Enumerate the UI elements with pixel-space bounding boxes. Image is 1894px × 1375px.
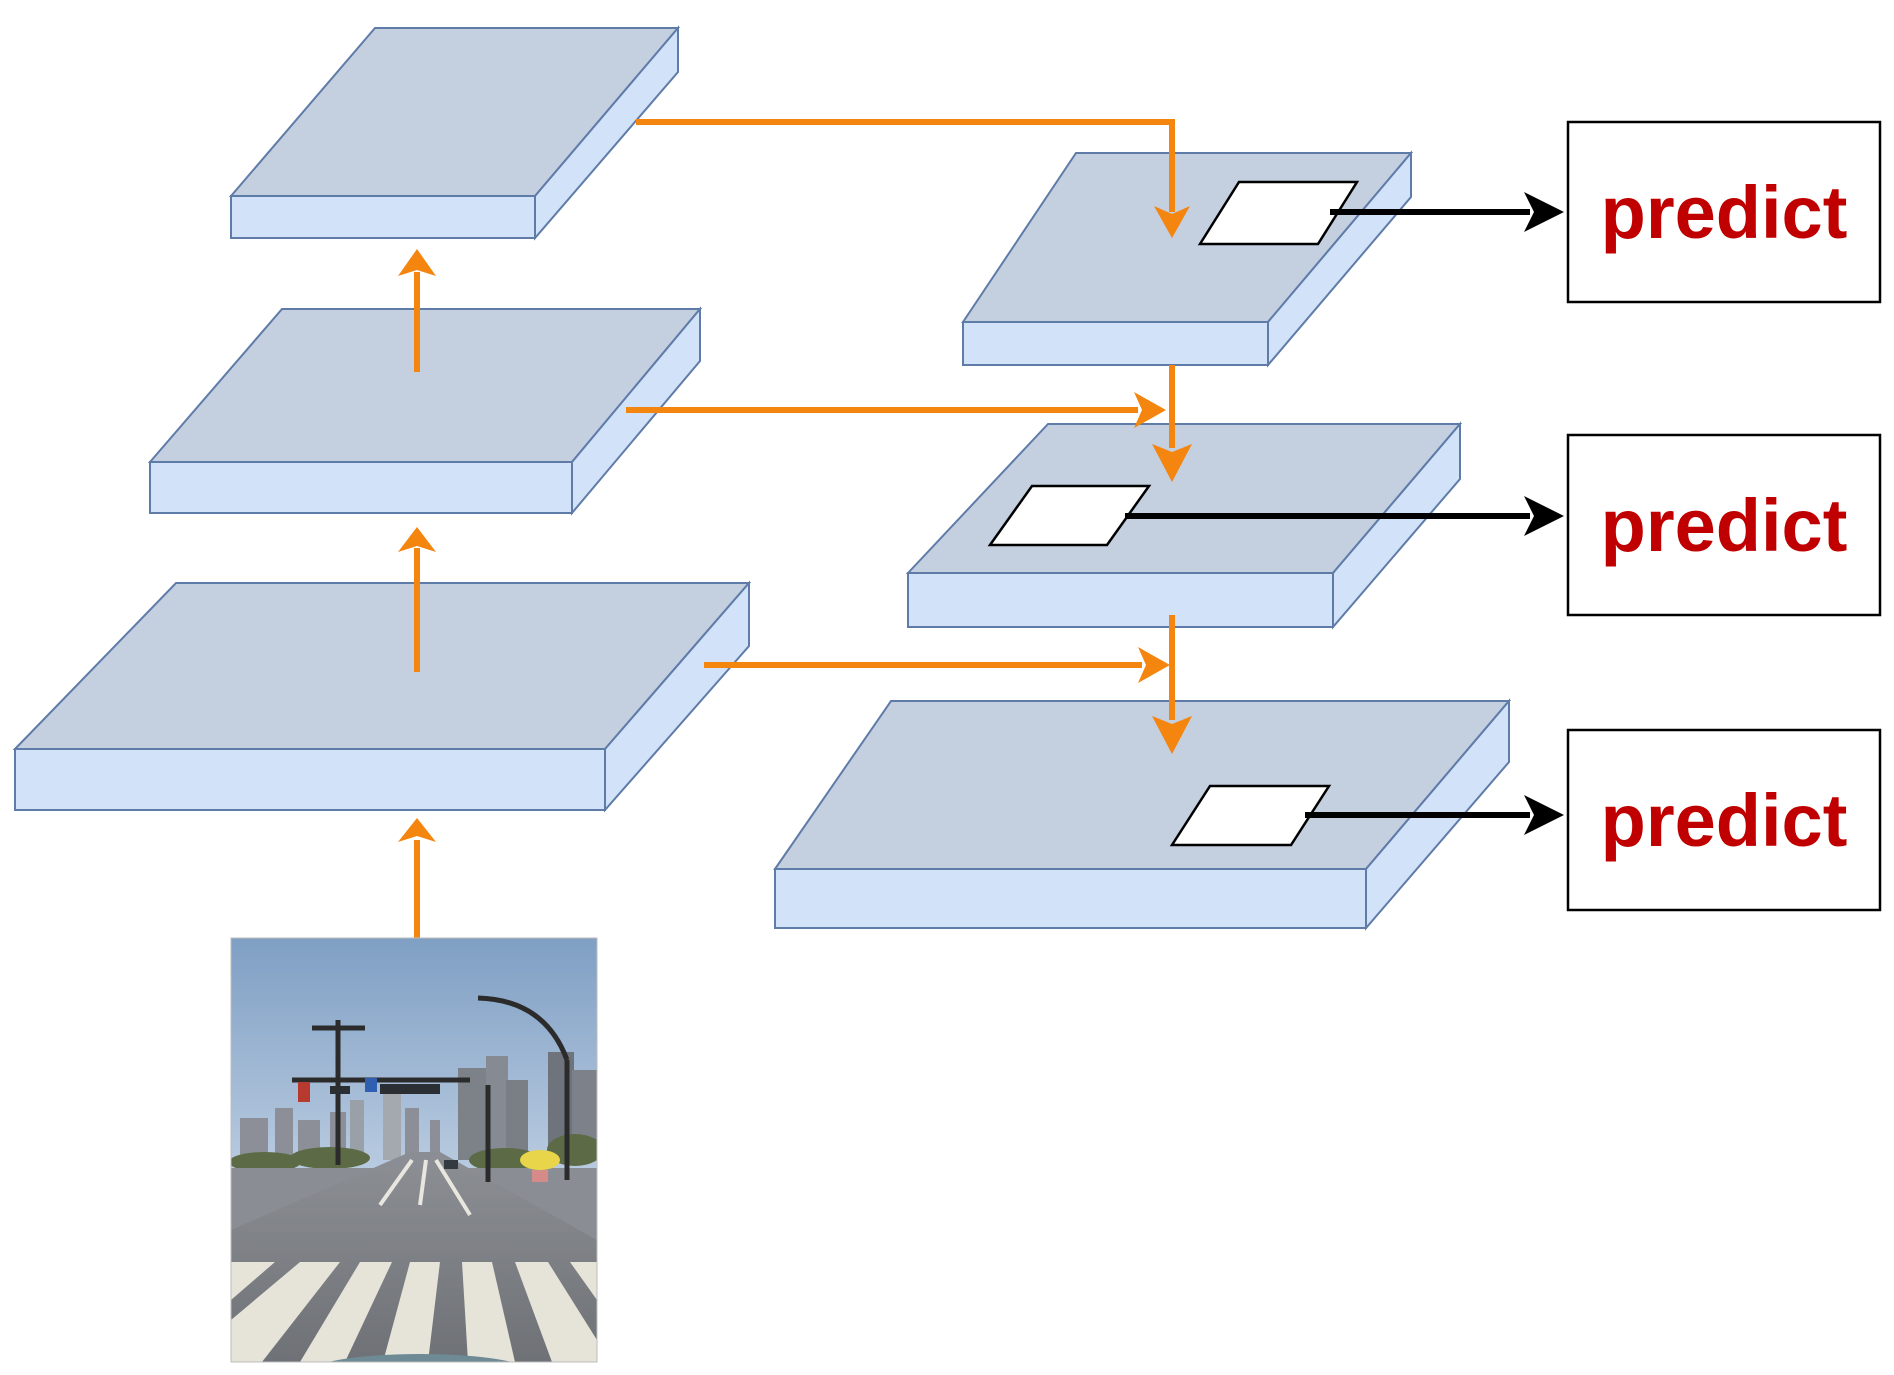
traffic-signals <box>298 1078 440 1102</box>
layer-front-face <box>774 868 1367 929</box>
car-hood <box>328 1354 512 1362</box>
fpn-layer-middle <box>905 421 1463 630</box>
distant-car <box>444 1160 458 1169</box>
layer-front-face <box>907 572 1334 628</box>
detection-window <box>987 484 1152 547</box>
arrowhead <box>1524 795 1564 835</box>
lane-markings <box>378 1158 472 1217</box>
arrowhead <box>1524 192 1564 232</box>
arrowhead <box>1152 716 1192 754</box>
predict-label: predict <box>1601 484 1848 567</box>
predict-label: predict <box>1601 779 1848 862</box>
predict-box-1: predict <box>1566 120 1882 304</box>
layer-side-face <box>534 25 679 241</box>
backbone-layer-bottom <box>12 580 752 813</box>
layer-side-face <box>604 580 750 813</box>
detection-window <box>1197 180 1360 246</box>
predict-label: predict <box>1601 171 1848 254</box>
arrowhead <box>398 527 436 552</box>
fpn-layer-bottom <box>773 698 1512 931</box>
layer-front-face <box>230 195 536 239</box>
layer-front-face <box>149 461 573 514</box>
layer-side-face <box>1332 421 1461 630</box>
backbone-layer-top <box>228 25 681 241</box>
predict-box-frame <box>1566 433 1882 617</box>
predict-arrows <box>1125 192 1564 835</box>
predict-box-frame <box>1566 728 1882 912</box>
road-far <box>231 1152 597 1240</box>
kiosk <box>532 1170 548 1182</box>
detection-window <box>1169 784 1332 847</box>
layer-front-face <box>962 321 1269 366</box>
arrowhead <box>1152 444 1192 482</box>
arrowhead <box>398 249 436 276</box>
arrowhead <box>1138 647 1170 683</box>
lateral-arrow-top <box>636 119 1175 212</box>
backbone-layer-middle <box>147 306 703 516</box>
crosswalk <box>231 1262 597 1362</box>
city-skyline <box>240 1052 597 1160</box>
arrowhead <box>398 818 436 842</box>
flow-arrows <box>414 119 1175 938</box>
arrowhead <box>1524 496 1564 536</box>
umbrella <box>520 1150 560 1170</box>
input-image-frame <box>230 937 598 1363</box>
arrowhead <box>1154 206 1190 238</box>
arrowhead <box>1134 392 1166 428</box>
input-image <box>231 938 597 1362</box>
layer-front-face <box>14 748 606 811</box>
street-poles <box>292 995 570 1182</box>
predict-box-3: predict <box>1566 728 1882 912</box>
flow-arrowheads <box>398 206 1192 842</box>
predict-box-frame <box>1566 120 1882 304</box>
predict-box-2: predict <box>1566 433 1882 617</box>
fpn-layer-top <box>961 150 1414 368</box>
